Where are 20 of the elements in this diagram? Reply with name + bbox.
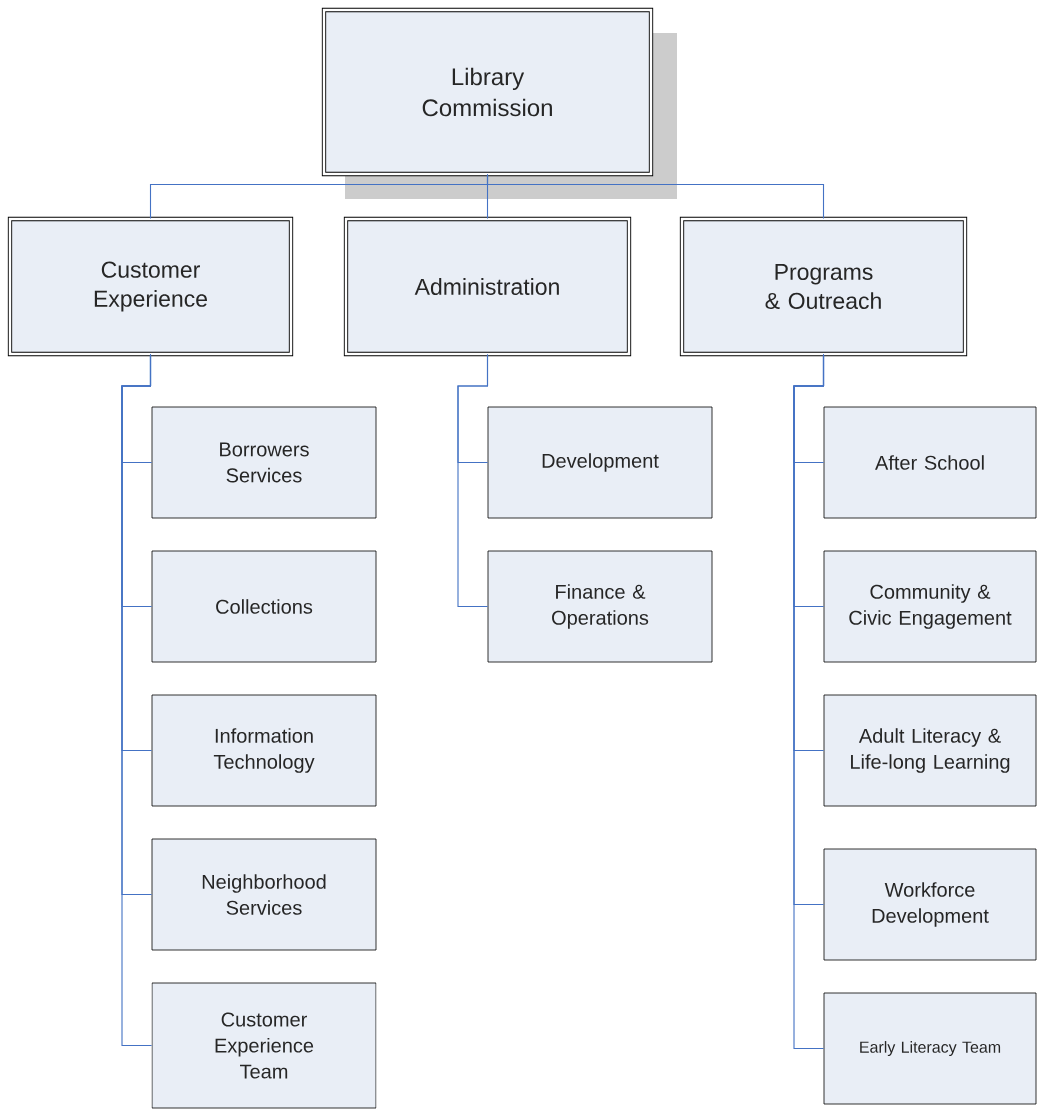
- unit-box: Customer Experience Team: [151, 982, 377, 1109]
- unit-box: Information Technology: [151, 694, 377, 807]
- unit-box: Workforce Development: [823, 848, 1037, 961]
- org-box: Administration: [343, 216, 632, 357]
- unit-box: After School: [823, 406, 1037, 519]
- unit-box: Borrowers Services: [151, 406, 377, 519]
- connector-line: [793, 353, 825, 1050]
- connector-line: [457, 353, 489, 608]
- connector-line: [121, 353, 153, 1047]
- org-box: Programs & Outreach: [679, 216, 968, 357]
- unit-box: Early Literacy Team: [823, 992, 1037, 1105]
- org-box: Customer Experience: [7, 216, 294, 357]
- unit-box: Collections: [151, 550, 377, 663]
- unit-box: Finance & Operations: [487, 550, 713, 663]
- org-box: Library Commission: [321, 7, 677, 199]
- unit-box: Community & Civic Engagement: [823, 550, 1037, 663]
- connector-line: [486, 173, 825, 220]
- unit-box: Neighborhood Services: [151, 838, 377, 951]
- unit-box: Development: [487, 406, 713, 519]
- unit-box: Adult Literacy & Life-long Learning: [823, 694, 1037, 807]
